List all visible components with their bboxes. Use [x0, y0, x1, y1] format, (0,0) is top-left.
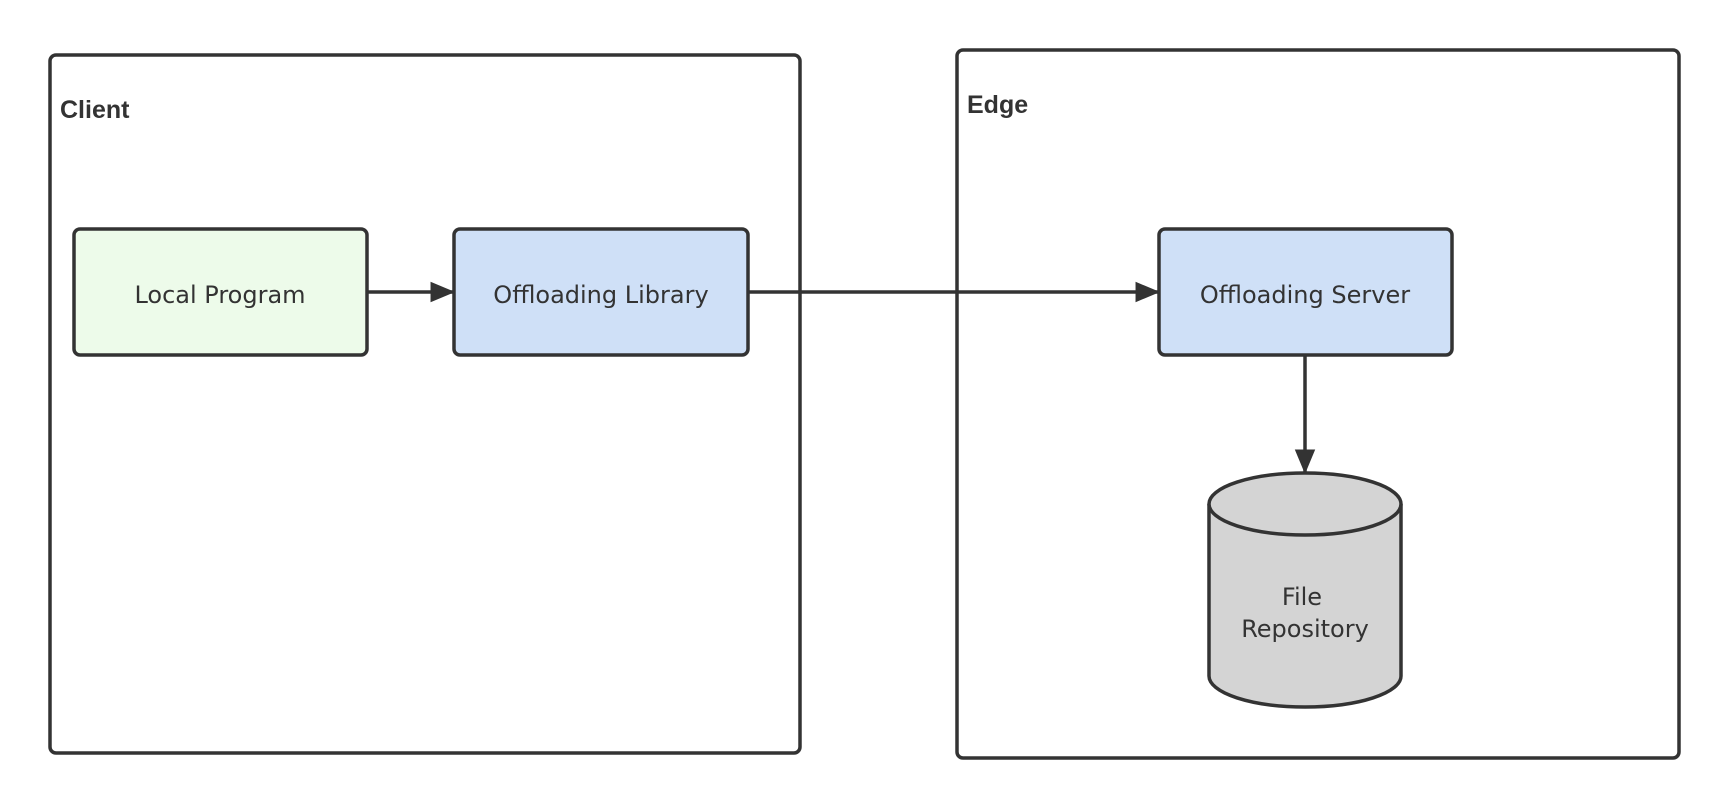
client-group-label: Client [60, 96, 130, 124]
file-repository-node[interactable]: File Repository [1207, 471, 1403, 709]
offloading-library-label: Offloading Library [493, 281, 708, 309]
edge-group-label: Edge [967, 91, 1028, 119]
edge-group: Edge [955, 48, 1681, 760]
local-program-label: Local Program [134, 281, 305, 309]
edge-group-box [955, 48, 1681, 760]
file-repository-label-line1: File [1282, 583, 1322, 611]
file-repository-cylinder-body [1207, 504, 1403, 709]
file-repository-cylinder-top [1207, 471, 1403, 537]
client-group: Client [48, 53, 802, 755]
offloading-library-node[interactable]: Offloading Library [452, 227, 750, 357]
file-repository-label-line2: Repository [1241, 615, 1369, 643]
local-program-node[interactable]: Local Program [72, 227, 369, 357]
local-program-box [72, 227, 369, 357]
offloading-library-box [452, 227, 750, 357]
offloading-server-node[interactable]: Offloading Server [1157, 227, 1454, 357]
client-group-box [48, 53, 802, 755]
offloading-server-label: Offloading Server [1200, 281, 1410, 309]
offloading-server-box [1157, 227, 1454, 357]
